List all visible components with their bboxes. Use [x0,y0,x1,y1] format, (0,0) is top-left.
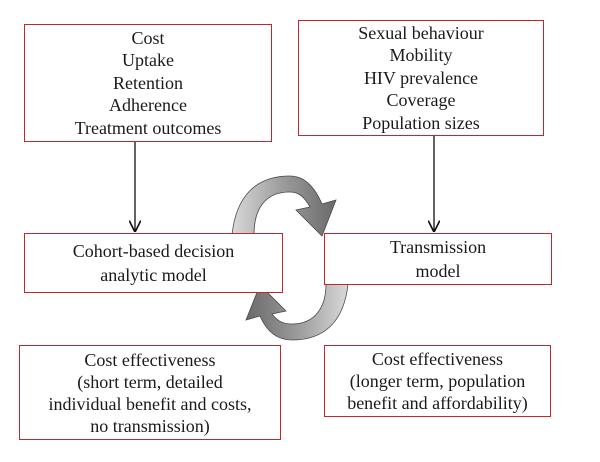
input-label: HIV prevalence [363,67,479,88]
input-label: Mobility [389,45,453,66]
cost-effectiveness-box-right: Cost effectiveness (longer term, populat… [324,345,551,417]
input-label: Retention [113,72,183,93]
model-label: analytic model [100,265,207,285]
output-label: (short term, detailed [77,371,223,392]
output-label: Cost effectiveness [371,349,504,369]
input-label: Uptake [122,50,174,71]
input-label: Cost [131,27,165,48]
model-label: Transmission [389,237,487,257]
model-label: Cohort-based decision [72,241,235,261]
input-label: Adherence [109,95,187,116]
output-label: benefit and affordability) [347,393,528,413]
input-label: Coverage [386,90,456,111]
input-label: Population sizes [362,112,480,133]
input-label: Sexual behaviour [358,22,484,43]
model-inputs-box-right: Sexual behaviour Mobility HIV prevalence… [298,20,544,136]
output-label: Cost effectiveness [84,349,216,370]
cycle-arrow-upper [231,175,337,237]
cost-effectiveness-box-left: Cost effectiveness (short term, detailed… [19,345,281,440]
input-label: Treatment outcomes [74,117,222,138]
output-label: no transmission) [90,415,210,436]
output-label: (longer term, population [349,371,526,391]
output-label: individual benefit and costs, [48,393,252,414]
model-label: model [415,261,461,281]
model-inputs-box-left: Cost Uptake Retention Adherence Treatmen… [24,24,272,142]
transmission-model-box: Transmission model [324,233,552,285]
cohort-model-box: Cohort-based decision analytic model [24,233,283,293]
